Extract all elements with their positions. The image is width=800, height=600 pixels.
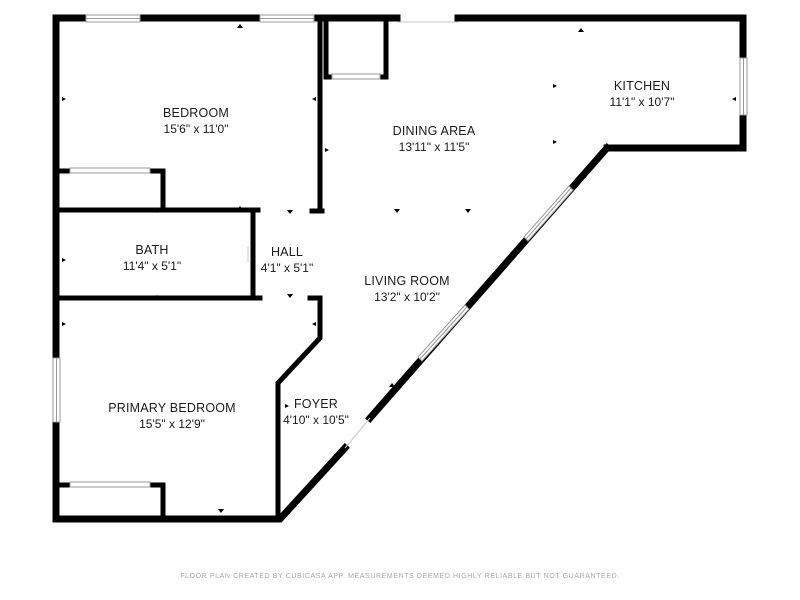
window-primary-closet <box>69 481 151 488</box>
tick <box>312 322 316 326</box>
tick <box>465 209 471 213</box>
tick <box>312 97 316 101</box>
tick <box>325 148 329 152</box>
tick <box>394 209 400 213</box>
tick <box>218 509 224 513</box>
primary-closet-wall <box>57 482 166 520</box>
tick <box>62 258 66 262</box>
room-label-primary-bedroom: PRIMARY BEDROOM 15'5" x 12'9" <box>102 401 242 432</box>
window-living-lower <box>417 304 470 362</box>
room-dimensions: 11'4" x 5'1" <box>122 258 182 273</box>
room-label-bedroom: BEDROOM 15'6" x 11'0" <box>136 106 256 137</box>
window-kitchen <box>739 57 748 116</box>
foyer-opening <box>344 417 371 449</box>
room-label-bath: BATH 11'4" x 5'1" <box>92 243 212 274</box>
room-label-foyer: FOYER 4'10" x 10'5" <box>276 397 356 428</box>
room-name: LIVING ROOM <box>364 274 450 288</box>
tick <box>237 206 243 210</box>
window-dining-closet <box>331 73 381 80</box>
room-name: FOYER <box>293 397 339 411</box>
dining-closet-wall <box>323 19 389 80</box>
windows <box>52 14 748 488</box>
room-dimensions: 15'6" x 11'0" <box>163 121 229 136</box>
room-label-hall: HALL 4'1" x 5'1" <box>257 245 317 276</box>
window-bedroom-right <box>259 14 315 23</box>
door-openings <box>247 21 458 449</box>
room-dimensions: 13'11" x 11'5" <box>398 139 470 154</box>
room-dimensions: 11'1" x 10'7" <box>609 94 675 109</box>
tick <box>154 295 160 299</box>
tick <box>285 404 289 408</box>
tick <box>237 24 243 28</box>
footer-disclaimer: FLOOR PLAN CREATED BY CUBICASA APP. MEAS… <box>180 573 620 580</box>
tick <box>732 97 736 101</box>
tick <box>287 210 293 214</box>
room-name: PRIMARY BEDROOM <box>108 401 236 415</box>
tick <box>62 97 66 101</box>
window-bedroom-left <box>85 14 141 23</box>
bedroom-closet-wall <box>57 168 166 213</box>
window-primary-bedroom <box>52 357 61 423</box>
window-bedroom-closet <box>69 167 151 174</box>
window-living-upper <box>523 185 574 242</box>
tick <box>553 84 557 88</box>
room-name: BATH <box>135 243 169 257</box>
primary-foyer-wall <box>275 295 323 520</box>
room-name: HALL <box>270 245 304 259</box>
room-dimensions: 4'10" x 10'5" <box>283 412 349 427</box>
dimension-ticks <box>62 24 736 513</box>
exterior-wall-main <box>52 14 401 523</box>
tick <box>287 294 293 298</box>
tick <box>578 28 584 32</box>
tick <box>62 322 66 326</box>
room-dimensions: 13'2" x 10'2" <box>374 289 440 304</box>
room-name: KITCHEN <box>613 79 671 93</box>
tick <box>154 209 160 213</box>
room-label-living-room: LIVING ROOM 13'2" x 10'2" <box>347 274 467 305</box>
room-name: BEDROOM <box>163 106 229 120</box>
room-dimensions: 4'1" x 5'1" <box>260 260 314 275</box>
room-label-kitchen: KITCHEN 11'1" x 10'7" <box>582 79 702 110</box>
tick <box>389 383 395 387</box>
tick <box>553 140 557 144</box>
room-label-dining-area: DINING AREA 13'11" x 11'5" <box>374 124 494 155</box>
room-name: DINING AREA <box>392 124 476 138</box>
room-dimensions: 15'5" x 12'9" <box>139 416 205 431</box>
